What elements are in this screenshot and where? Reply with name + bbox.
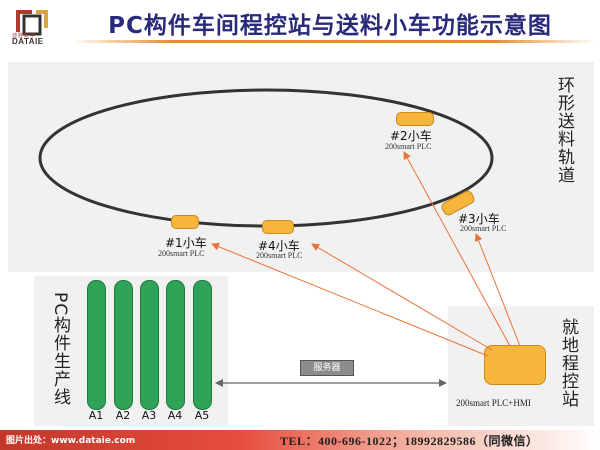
page-title: PC构件车间程控站与送料小车功能示意图 (108, 13, 552, 39)
station-label: 就地程控站 (558, 318, 578, 408)
server-box[interactable]: 服务器 (300, 360, 354, 376)
cart-1-title: #1小车 (165, 236, 207, 250)
track-label: 环形送料轨道 (554, 76, 574, 184)
production-line-a3[interactable] (140, 280, 159, 410)
cart-4-title: #4小车 (258, 239, 300, 253)
production-line-a5[interactable] (193, 280, 212, 410)
track-panel (8, 62, 594, 272)
production-line-a2[interactable] (114, 280, 133, 410)
cart-3-title: #3小车 (458, 212, 500, 226)
logo-cn-text: 迪胜数字 (12, 33, 37, 39)
footer-contact: TEL：400-696-1022；18992829586（同微信） (280, 434, 539, 448)
cart-4-subtitle: 200smart PLC (256, 251, 303, 260)
link-to-cart-2 (403, 151, 511, 347)
line-label-a4: A4 (167, 409, 183, 422)
cart-3-subtitle: 200smart PLC (460, 224, 507, 233)
dataie-logo-icon (16, 10, 48, 36)
cart-1-body[interactable] (171, 215, 199, 229)
link-to-cart-1 (211, 242, 489, 357)
cart-2-title: #2小车 (390, 129, 432, 143)
local-control-station[interactable] (484, 345, 546, 385)
line-label-a5: A5 (194, 409, 210, 422)
logo-en-text: DATAIE (12, 37, 44, 46)
line-label-a3: A3 (141, 409, 157, 422)
production-line-a4[interactable] (166, 280, 185, 410)
cart-2-subtitle: 200smart PLC (385, 142, 432, 151)
production-line-a1[interactable] (87, 280, 106, 410)
line-label-a2: A2 (115, 409, 131, 422)
cart-1-subtitle: 200smart PLC (158, 249, 205, 258)
cart-4-body[interactable] (262, 220, 294, 234)
header-divider (70, 40, 596, 43)
footer: 图片出处：www.dataie.com TEL：400-696-1022；189… (0, 430, 600, 450)
footer-source: 图片出处：www.dataie.com (6, 436, 136, 446)
link-to-cart-3 (474, 233, 521, 347)
header: 迪胜数字 DATAIE PC构件车间程控站与送料小车功能示意图 (0, 0, 600, 46)
link-to-cart-4 (311, 243, 493, 351)
production-line-label: PC构件生产线 (50, 292, 70, 407)
cart-2-body[interactable] (396, 112, 434, 126)
station-subtitle: 200smart PLC+HMI (456, 398, 531, 408)
line-label-a1: A1 (88, 409, 104, 422)
